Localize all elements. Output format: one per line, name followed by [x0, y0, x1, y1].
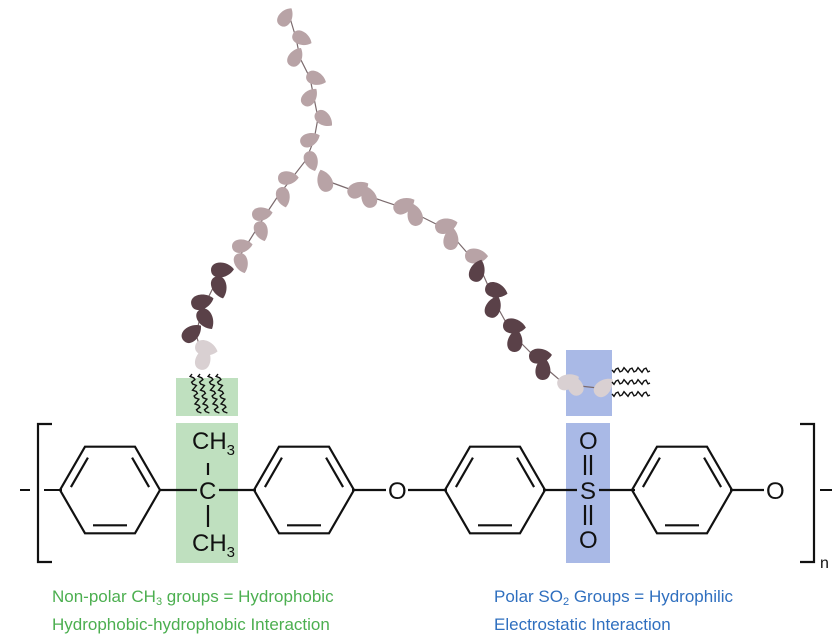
protein-bead [300, 133, 320, 148]
protein-bead [253, 221, 268, 242]
right-bracket [800, 422, 816, 564]
protein-bead [314, 109, 332, 127]
protein-bead [443, 227, 459, 250]
protein-backbone [329, 181, 599, 389]
ring-double-bond [69, 457, 89, 488]
protein-bead [277, 8, 293, 27]
left-bracket [36, 422, 52, 564]
hydrophobic-wavy-lines-icon [188, 373, 228, 414]
ether-oxygen-label: O [388, 478, 407, 505]
sulfur-label: S [580, 478, 596, 505]
protein-bead [252, 207, 273, 221]
protein-bead [303, 151, 318, 171]
protein-bead [535, 357, 551, 380]
wavy-line [214, 373, 228, 414]
ch3-top-label: CH3 [192, 428, 235, 459]
hydrophilic-caption: Polar SO2 Groups = Hydrophilic Electrost… [494, 583, 733, 639]
protein-bead [566, 374, 584, 396]
hydrophobic-highlight [176, 423, 238, 563]
protein-bead [275, 187, 290, 208]
wavy-line [611, 390, 651, 398]
protein-bead [306, 70, 326, 85]
protein-chain-icon [181, 8, 613, 398]
ring-double-bond [325, 457, 345, 488]
protein-bead [233, 253, 248, 274]
protein-bead [593, 378, 613, 398]
protein-bead [407, 203, 423, 226]
hydrophobic-caption-line2: Hydrophobic-hydrophobic Interaction [52, 615, 330, 634]
protein-bead [484, 296, 501, 318]
protein-bead [361, 185, 378, 208]
ring-double-bond [454, 457, 474, 488]
protein-bead [300, 88, 317, 107]
protein-bead [485, 281, 508, 298]
hydrophobic-highlight-top [176, 378, 238, 416]
sulfone-oxygen-top-label: O [579, 428, 598, 455]
repeat-subscript: n [820, 555, 829, 572]
backbone-bonds [160, 455, 764, 527]
wavy-line [206, 373, 220, 414]
benzene-ring [630, 445, 734, 535]
ring-double-bond [131, 457, 151, 488]
benzene-ring [58, 445, 162, 535]
ring-double-bond [263, 457, 283, 488]
protein-bead [465, 248, 488, 264]
ring-double-bond [641, 457, 661, 488]
protein-bead [292, 30, 312, 46]
hydrophilic-caption-line1: Polar SO2 Groups = Hydrophilic [494, 587, 734, 608]
hydrophilic-caption-line2: Electrostatic Interaction [494, 615, 671, 634]
protein-bead [287, 47, 303, 67]
protein-bead [278, 171, 299, 185]
terminal-oxygen-label: O [766, 478, 785, 505]
ch3-bottom-label: CH3 [192, 530, 235, 561]
protein-bead [196, 308, 214, 329]
protein-bead [503, 318, 526, 334]
wavy-line [611, 366, 651, 374]
protein-bead [468, 259, 485, 282]
protein-bead [507, 329, 523, 352]
benzene-ring [443, 445, 547, 535]
protein-bead [211, 262, 234, 278]
ring-double-bond [703, 457, 723, 488]
protein-bead [210, 276, 227, 299]
sulfone-oxygen-bottom-label: O [579, 527, 598, 554]
benzene-ring [252, 445, 356, 535]
protein-bead [232, 239, 253, 253]
ring-double-bond [516, 457, 536, 488]
wavy-line [196, 373, 210, 414]
protein-bead [181, 325, 201, 344]
hydrophilic-highlight [566, 423, 610, 563]
wavy-line [611, 378, 651, 386]
protein-bead [194, 347, 211, 370]
protein-bead [317, 169, 334, 192]
hydrophilic-wavy-lines-icon [611, 366, 651, 398]
wavy-line [188, 373, 202, 414]
central-carbon-label: C [199, 478, 216, 505]
hydrophobic-caption: Non-polar CH3 groups = Hydrophobic Hydro… [52, 583, 334, 639]
hydrophobic-caption-line1: Non-polar CH3 groups = Hydrophobic [52, 587, 334, 608]
protein-bead [191, 294, 214, 311]
